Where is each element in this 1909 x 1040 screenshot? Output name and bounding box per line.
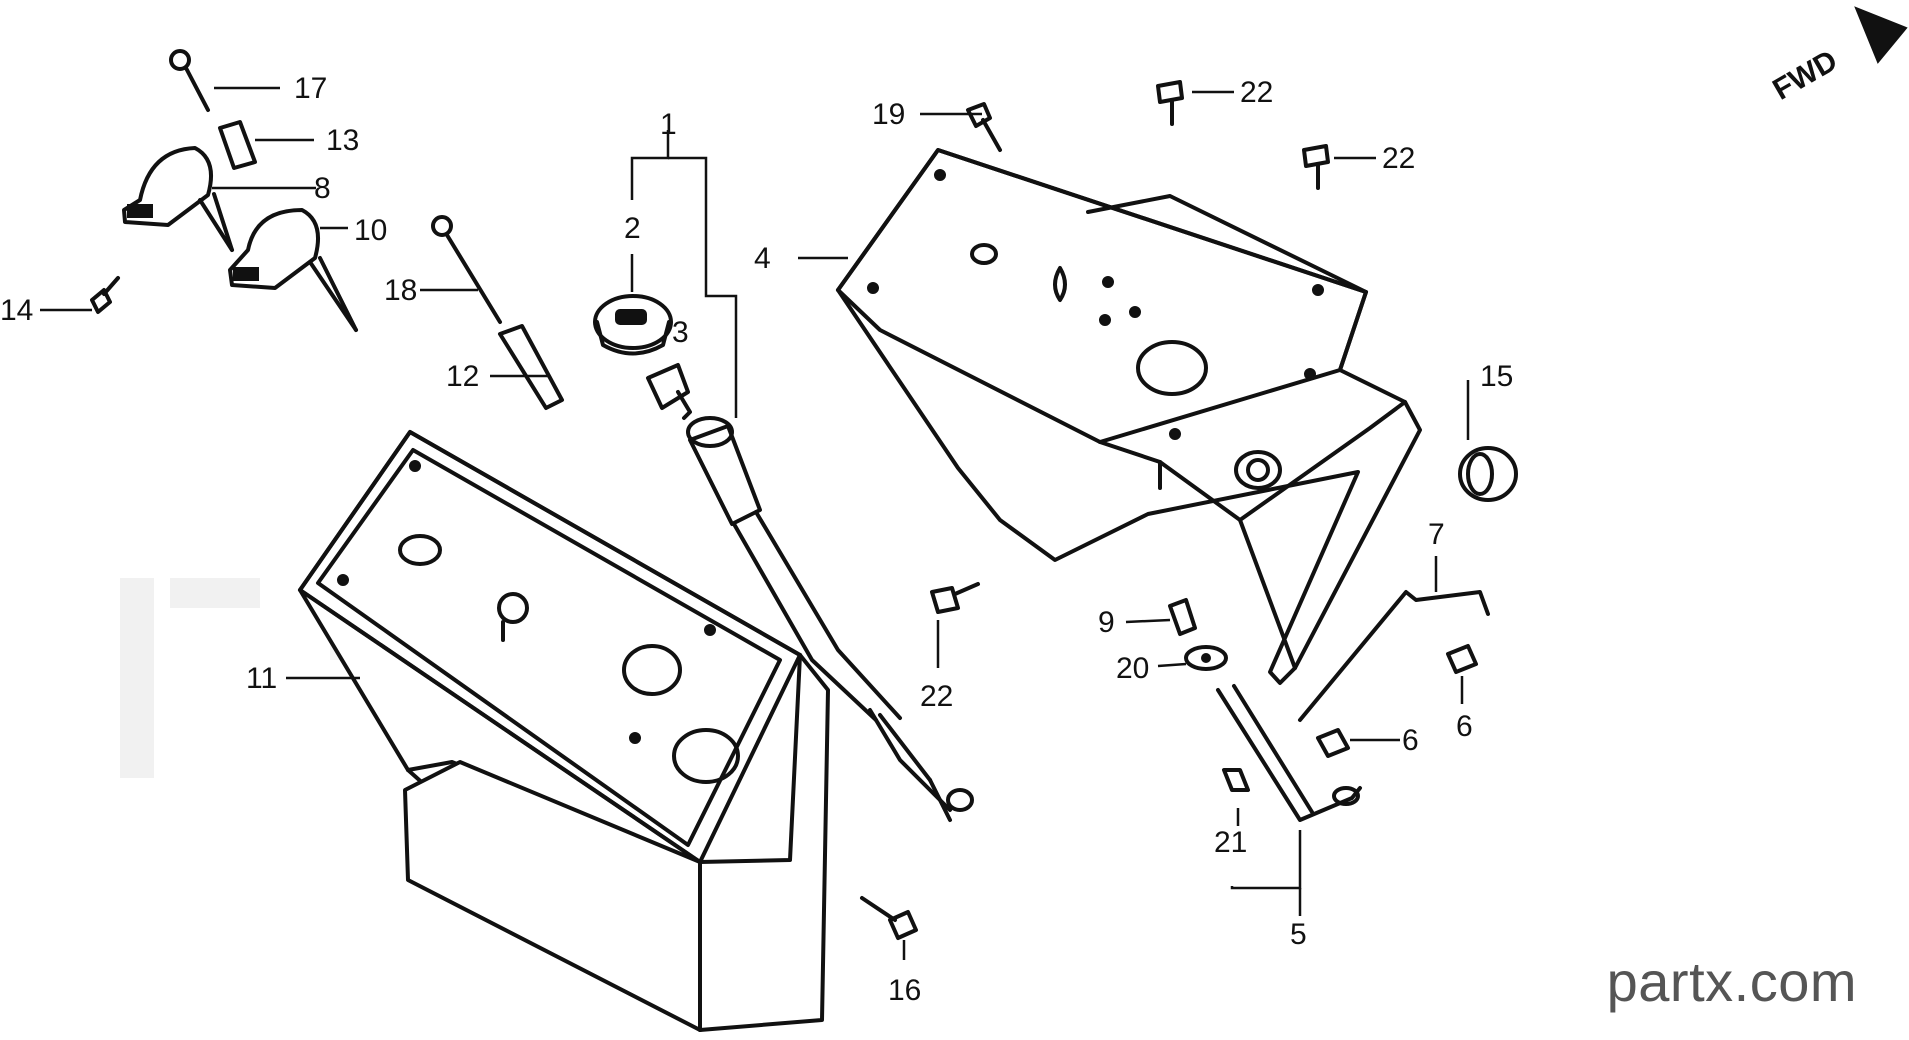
- callout-12: 12: [446, 360, 479, 393]
- callout-22-c: 22: [920, 680, 953, 713]
- callout-18: 18: [384, 274, 417, 307]
- fwd-label: FWD: [1767, 44, 1843, 107]
- callout-22-b: 22: [1382, 142, 1415, 175]
- callout-17: 17: [294, 72, 327, 105]
- callout-20: 20: [1116, 652, 1149, 685]
- callout-10: 10: [354, 214, 387, 247]
- hardware-items: [90, 49, 1518, 940]
- callout-8: 8: [314, 172, 331, 205]
- callout-labels: 17 13 8 10 14 18 12 1 2 3 4 19 22 22 22 …: [0, 72, 1513, 1007]
- callout-6-a: 6: [1402, 724, 1419, 757]
- callout-1: 1: [660, 108, 677, 141]
- forward-direction-marker: FWD: [1767, 6, 1908, 107]
- knob-part-8: [122, 146, 234, 252]
- callout-4: 4: [754, 242, 771, 275]
- knob-part-10: [228, 208, 358, 332]
- callout-6-b: 6: [1456, 710, 1473, 743]
- callout-15: 15: [1480, 360, 1513, 393]
- callout-11: 11: [246, 662, 277, 695]
- callout-19: 19: [872, 98, 905, 131]
- site-watermark-text: partx.com: [1606, 950, 1857, 1013]
- callout-22-a: 22: [1240, 76, 1273, 109]
- ignition-switch-part-2: [593, 294, 673, 356]
- callout-5: 5: [1290, 918, 1307, 951]
- callout-3: 3: [672, 316, 689, 349]
- switch-wire-harness: [686, 416, 974, 822]
- upper-case-part-4: [836, 148, 1422, 685]
- leader-lines: [40, 86, 1470, 960]
- callout-13: 13: [326, 124, 359, 157]
- key-part-3: [646, 363, 692, 420]
- callout-16: 16: [888, 974, 921, 1007]
- lower-housing-part-11: [298, 430, 830, 1032]
- callout-2: 2: [624, 212, 641, 245]
- callout-14: 14: [0, 294, 33, 327]
- callout-21: 21: [1214, 826, 1247, 859]
- callout-9: 9: [1098, 606, 1115, 639]
- callout-7: 7: [1428, 518, 1445, 551]
